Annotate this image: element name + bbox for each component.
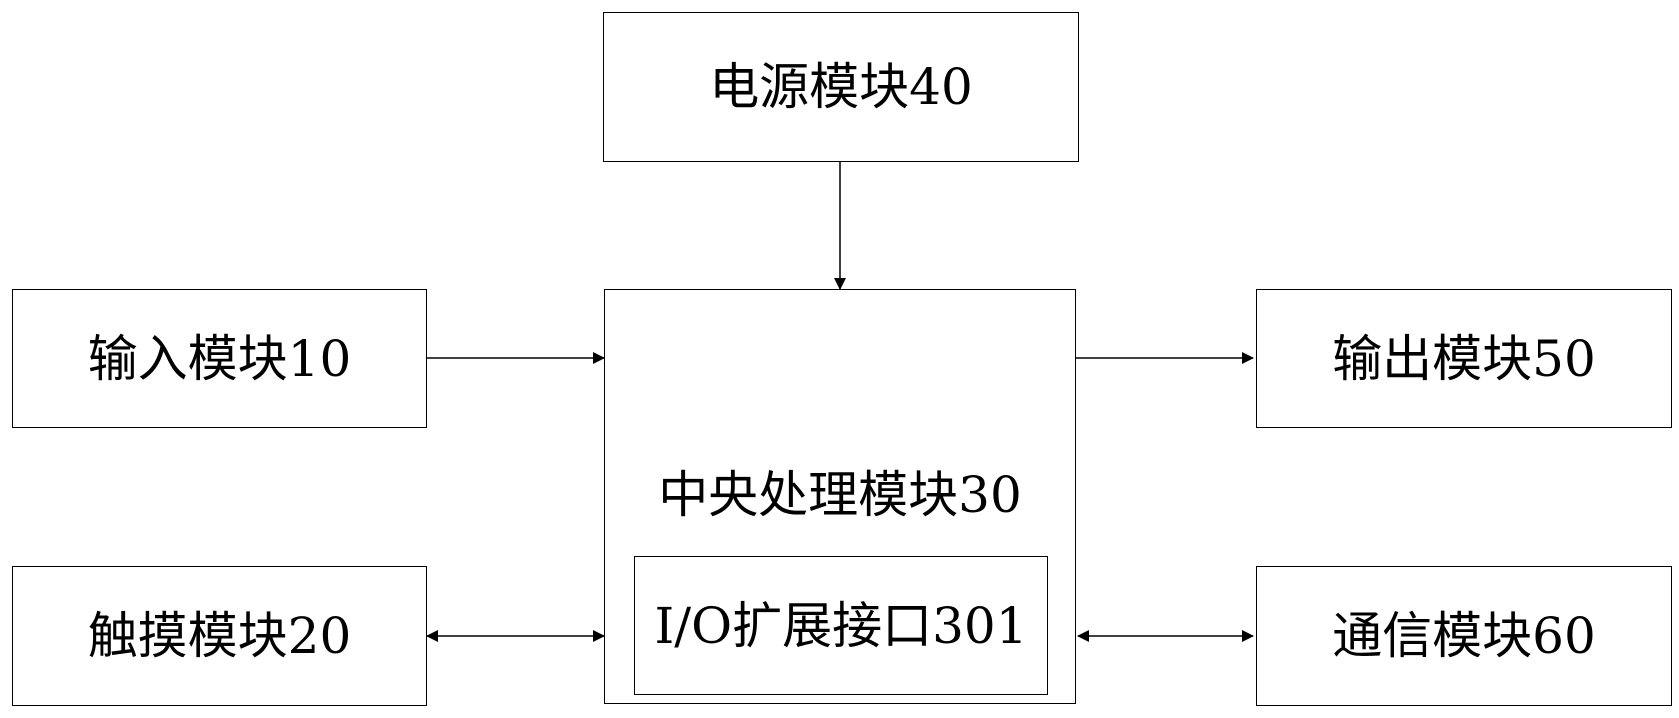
output-module-box: 输出模块50 — [1256, 289, 1672, 428]
power-module-label: 电源模块40 — [709, 58, 973, 116]
power-module-box: 电源模块40 — [603, 12, 1079, 162]
touch-module-box: 触摸模块20 — [12, 566, 427, 706]
comm-module-label: 通信模块60 — [1332, 607, 1596, 665]
comm-module-box: 通信模块60 — [1256, 566, 1672, 706]
cpu-module-label: 中央处理模块30 — [658, 466, 1022, 524]
io-interface-box: I/O扩展接口301 — [634, 556, 1048, 695]
output-module-label: 输出模块50 — [1332, 329, 1596, 388]
input-module-box: 输入模块10 — [12, 289, 427, 428]
input-module-label: 输入模块10 — [87, 329, 352, 388]
io-interface-label: I/O扩展接口301 — [654, 596, 1028, 655]
touch-module-label: 触摸模块20 — [87, 607, 352, 665]
